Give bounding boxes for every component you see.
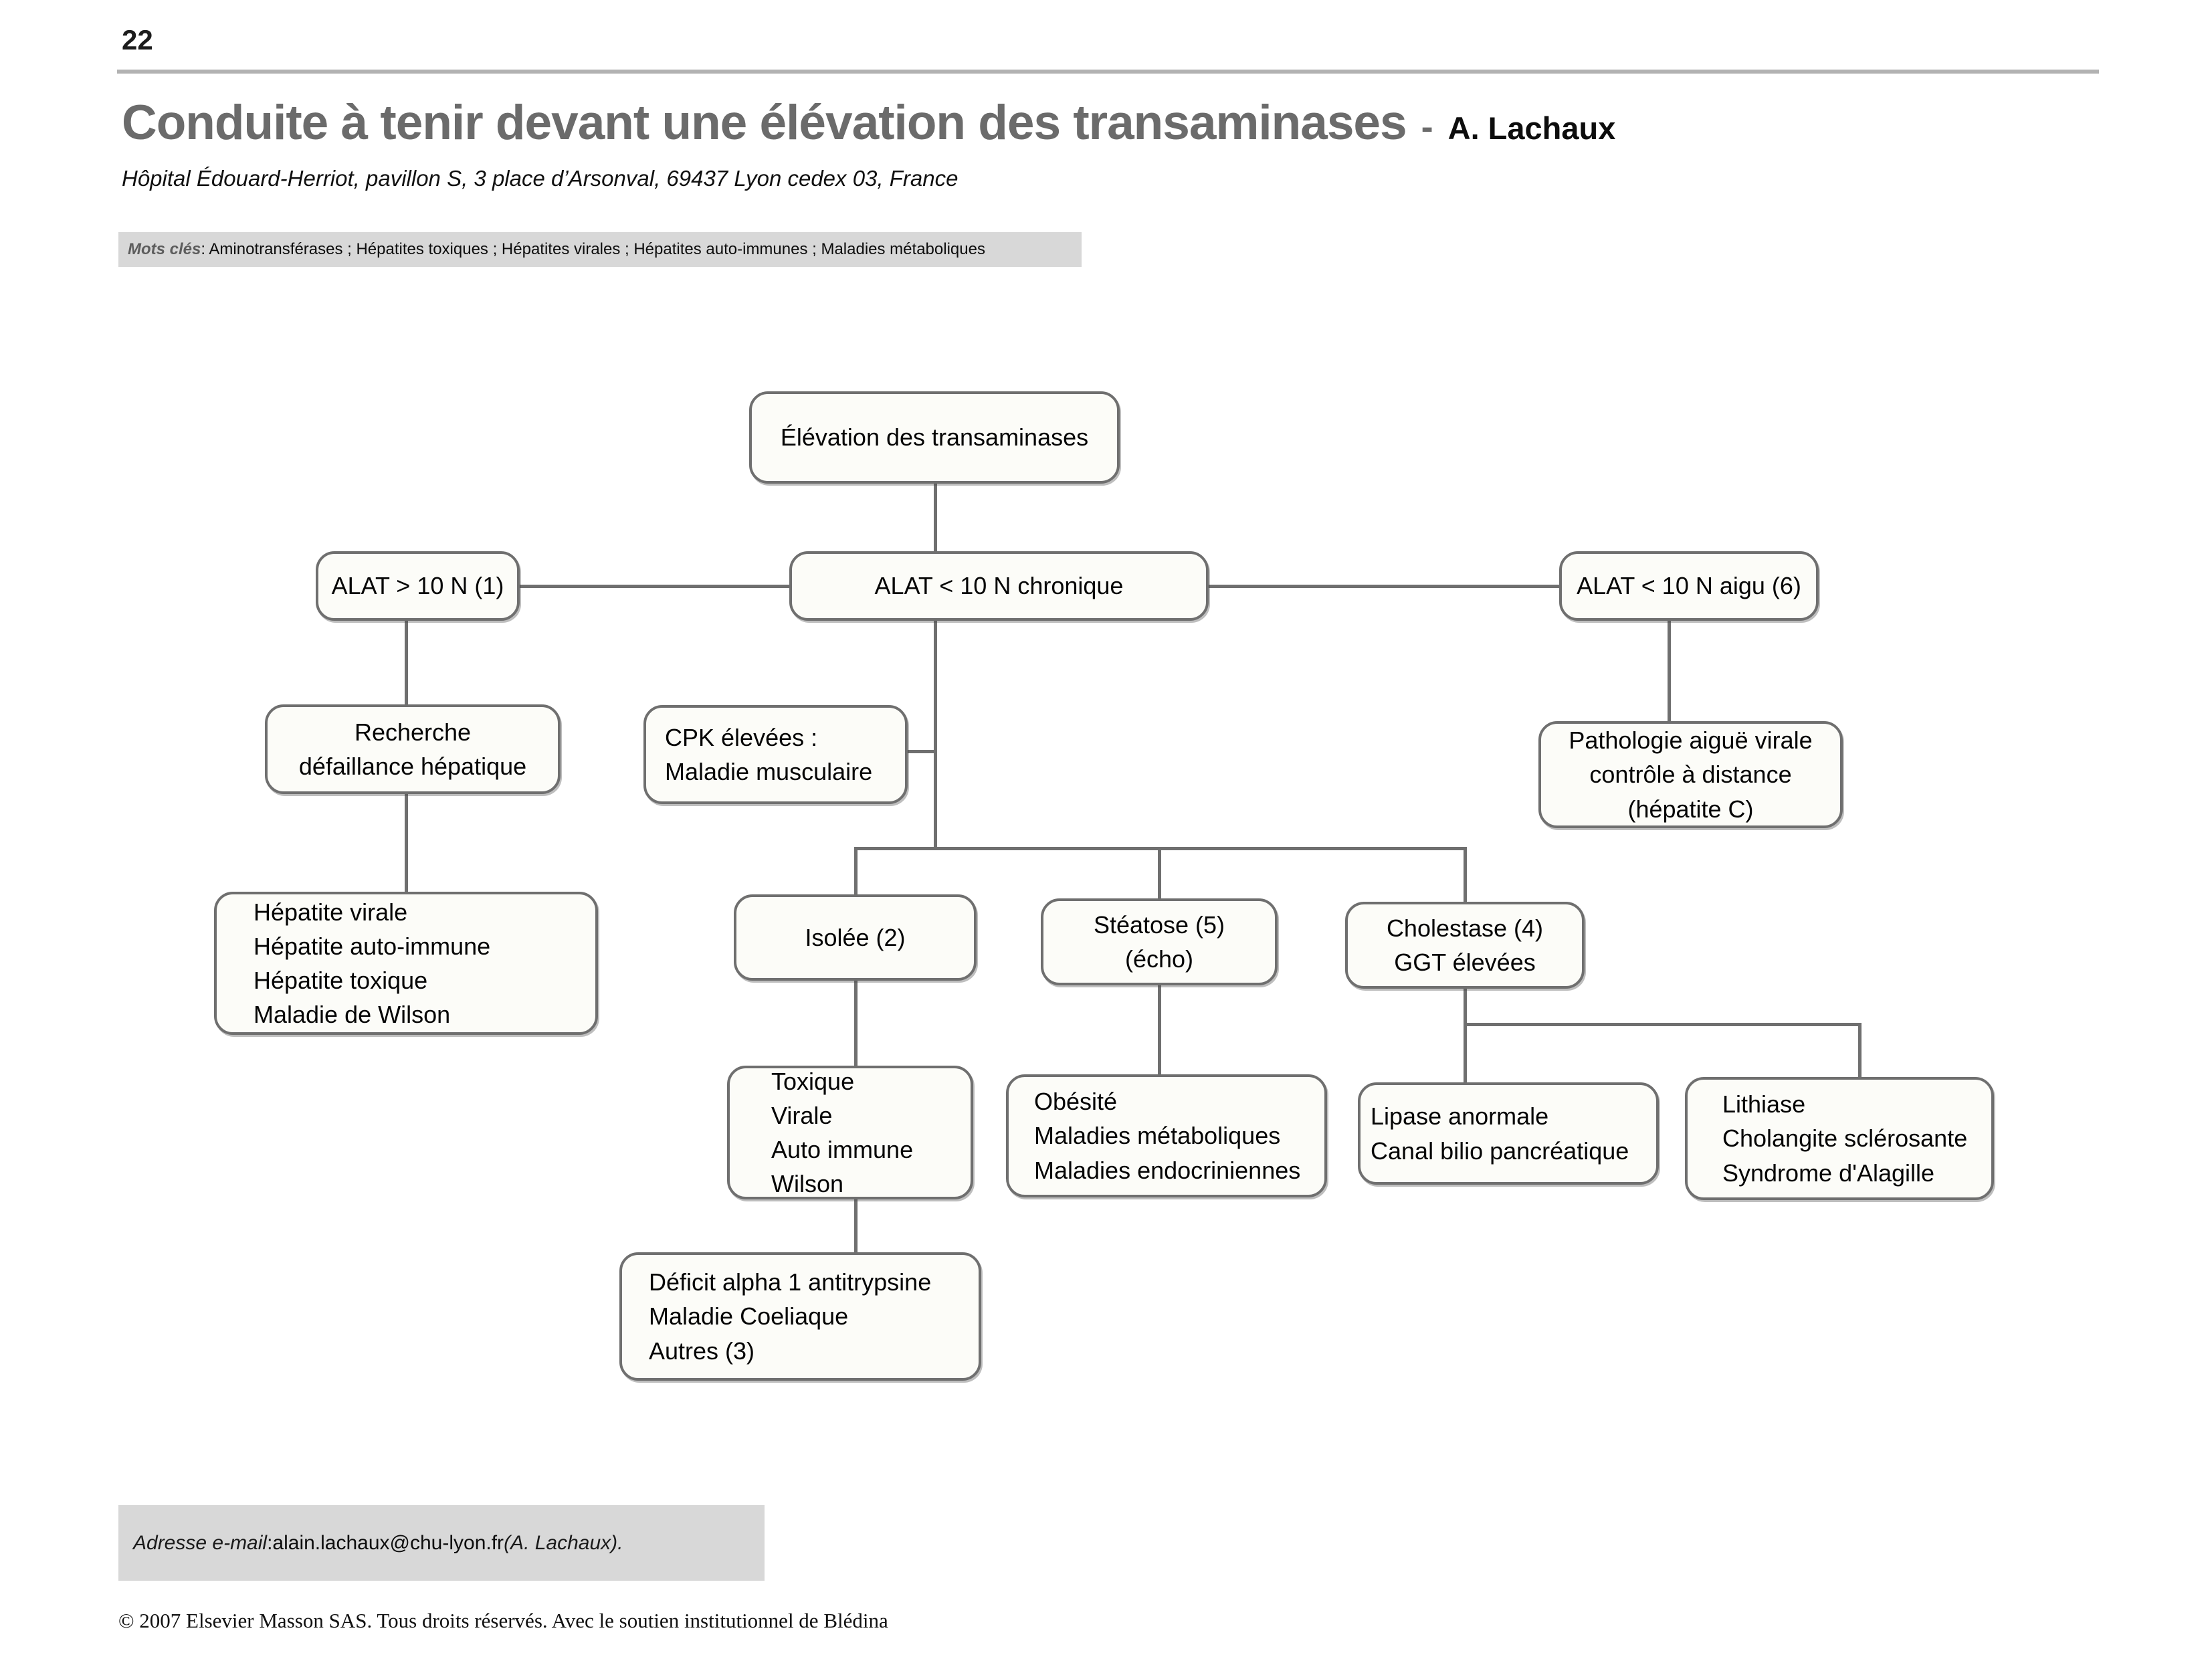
connector-drop-isolee — [854, 847, 858, 896]
connector-toxique-deficit — [854, 1199, 858, 1254]
connector-drop-lithiase — [1858, 1023, 1862, 1078]
connector-drop-cholestase — [1464, 847, 1467, 903]
node-line: Virale — [771, 1101, 833, 1129]
node-steatose: Stéatose (5) (écho) — [1041, 898, 1278, 985]
node-line: Hépatite virale — [254, 898, 408, 926]
node-line: ALAT < 10 N aigu (6) — [1577, 572, 1801, 600]
node-line: Lipase anormale — [1371, 1102, 1549, 1131]
node-line: Stéatose (5) — [1093, 910, 1225, 939]
node-line: Obésité — [1034, 1088, 1118, 1116]
node-line: Élévation des transaminases — [780, 423, 1089, 452]
connector-isolee-toxique — [854, 980, 858, 1067]
node-line: Maladies métaboliques — [1034, 1122, 1281, 1150]
page-title: Conduite à tenir devant une élévation de… — [122, 96, 1407, 150]
connector-aigu-pathologie — [1668, 619, 1671, 722]
node-line: Autres (3) — [649, 1337, 755, 1365]
node-pathologie-aigue-virale: Pathologie aiguë virale contrôle à dista… — [1538, 721, 1843, 828]
node-line: défaillance hépatique — [298, 753, 527, 780]
email-suffix: (A. Lachaux). — [504, 1531, 623, 1554]
affiliation: Hôpital Édouard-Herriot, pavillon S, 3 p… — [122, 166, 959, 191]
keywords-bar: Mots clés : Aminotransférases ; Hépatite… — [118, 232, 1082, 267]
keywords-label: Mots clés — [128, 240, 201, 258]
node-line: contrôle à distance — [1589, 761, 1792, 789]
connector-distributor-2 — [1464, 1023, 1862, 1026]
node-line: GGT élevées — [1394, 949, 1536, 976]
connector-chronique-aigu — [1207, 585, 1561, 588]
connector-recherche-hepatites — [405, 792, 408, 893]
node-line: ALAT > 10 N (1) — [331, 572, 504, 600]
author-name: A. Lachaux — [1447, 110, 1616, 146]
node-line: Maladie de Wilson — [254, 1001, 451, 1029]
node-recherche-defaillance: Recherche défaillance hépatique — [265, 704, 561, 794]
node-line: CPK élevées : — [665, 723, 818, 751]
node-line: Recherche — [354, 718, 472, 746]
email-separator: : — [267, 1531, 273, 1554]
node-elevation-transaminases: Élévation des transaminases — [749, 391, 1120, 484]
node-line: (hépatite C) — [1627, 795, 1754, 823]
node-line: Isolée (2) — [805, 923, 906, 951]
connector-sup10-chronique — [520, 585, 791, 588]
email-label: Adresse e-mail — [133, 1531, 268, 1554]
node-cpk-elevees: CPK élevées : Maladie musculaire — [643, 705, 908, 804]
email-bar: Adresse e-mail : alain.lachaux@chu-lyon.… — [118, 1505, 765, 1581]
connector-elevation-chronique — [934, 483, 937, 553]
node-line: ALAT < 10 N chronique — [874, 572, 1124, 600]
node-line: Maladies endocriniennes — [1034, 1156, 1301, 1184]
node-isolee: Isolée (2) — [734, 894, 977, 981]
node-line: Wilson — [771, 1170, 844, 1198]
node-line: Lithiase — [1722, 1090, 1806, 1118]
node-cholestase: Cholestase (4) GGT élevées — [1345, 902, 1585, 989]
email-address: alain.lachaux@chu-lyon.fr — [272, 1531, 504, 1554]
connector-drop-steatose — [1158, 847, 1161, 900]
connector-steatose-obesite — [1158, 985, 1161, 1076]
node-line: Hépatite auto-immune — [254, 932, 491, 960]
node-line: Canal bilio pancréatique — [1371, 1137, 1629, 1165]
node-line: Cholangite sclérosante — [1722, 1125, 1968, 1153]
node-obesite-metaboliques: Obésité Maladies métaboliques Maladies e… — [1006, 1074, 1327, 1197]
node-line: (écho) — [1124, 945, 1194, 973]
node-line: Cholestase (4) — [1386, 914, 1544, 942]
header-rule — [117, 70, 2099, 74]
node-lipase-anormale: Lipase anormale Canal bilio pancréatique — [1358, 1082, 1659, 1185]
connector-cholestase-lipase — [1464, 989, 1467, 1084]
node-line: Syndrome d'Alagille — [1722, 1159, 1935, 1187]
node-line: Auto immune — [771, 1136, 914, 1163]
node-line: Déficit alpha 1 antitrypsine — [649, 1268, 932, 1296]
node-deficit-alpha1-antitrypsine: Déficit alpha 1 antitrypsine Maladie Coe… — [619, 1252, 981, 1381]
node-line: Maladie musculaire — [665, 758, 873, 785]
connector-cpk-elbow — [908, 750, 935, 753]
connector-sup10-recherche — [405, 619, 408, 706]
node-alat-inf-10n-chronique: ALAT < 10 N chronique — [789, 551, 1209, 621]
node-hepatites-wilson: Hépatite virale Hépatite auto-immune Hép… — [214, 892, 598, 1035]
page-number: 22 — [122, 24, 153, 56]
node-line: Hépatite toxique — [254, 967, 428, 994]
node-line: Maladie Coeliaque — [649, 1302, 849, 1331]
node-line: Toxique — [771, 1067, 855, 1095]
connector-chronique-trunk — [934, 619, 937, 848]
title-separator: - — [1421, 107, 1433, 147]
node-line: Pathologie aiguë virale — [1569, 726, 1813, 755]
copyright-line: © 2007 Elsevier Masson SAS. Tous droits … — [118, 1609, 888, 1632]
node-toxique-virale-autoimmune-wilson: Toxique Virale Auto immune Wilson — [727, 1066, 973, 1199]
node-alat-inf-10n-aigu: ALAT < 10 N aigu (6) — [1559, 551, 1819, 621]
keywords-text: : Aminotransférases ; Hépatites toxiques… — [201, 240, 985, 258]
node-lithiase-cholangite-alagille: Lithiase Cholangite sclérosante Syndrome… — [1685, 1077, 1994, 1200]
node-alat-sup-10n: ALAT > 10 N (1) — [316, 551, 520, 621]
title-row: Conduite à tenir devant une élévation de… — [122, 95, 1615, 151]
